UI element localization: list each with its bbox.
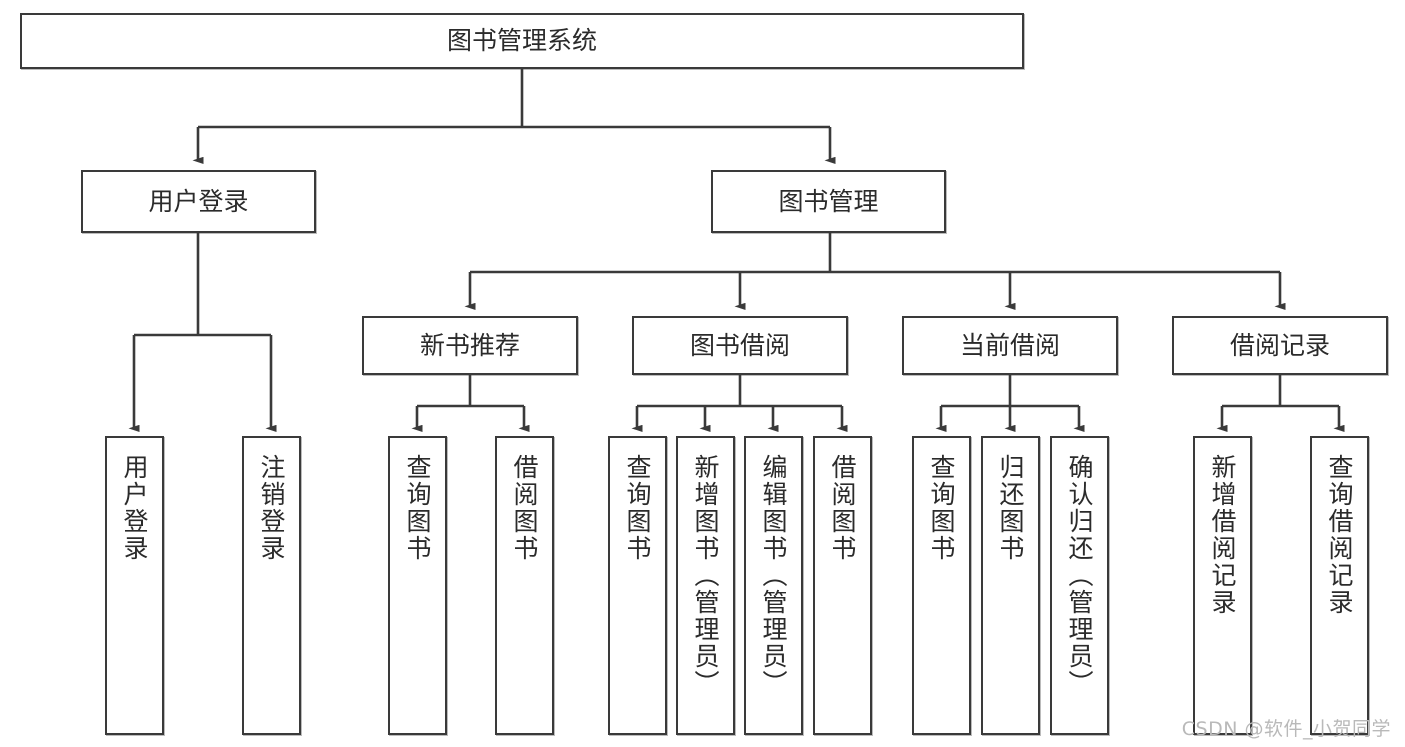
- node-leaf-rec-add[interactable]: 新增借阅记录: [1193, 436, 1252, 735]
- node-user-login[interactable]: 用户登录: [81, 170, 316, 233]
- node-leaf-cur-return[interactable]: 归还图书: [981, 436, 1040, 735]
- node-leaf-borrow-do-label: 借阅图书: [828, 454, 857, 562]
- node-leaf-user-logout[interactable]: 注销登录: [242, 436, 301, 735]
- node-book-borrow-label: 图书借阅: [689, 330, 790, 360]
- node-leaf-cur-return-label: 归还图书: [996, 454, 1025, 562]
- csdn-watermark: CSDN @软件_小贺同学: [1181, 718, 1391, 740]
- node-new-book-rec[interactable]: 新书推荐: [362, 316, 578, 375]
- node-leaf-rec-borrow-label: 借阅图书: [510, 454, 539, 562]
- node-leaf-user-logout-label: 注销登录: [257, 454, 286, 562]
- node-leaf-borrow-edit-label: 编辑图书（管理员）: [759, 454, 788, 697]
- node-leaf-user-login-label: 用户登录: [120, 454, 149, 562]
- node-book-manage[interactable]: 图书管理: [711, 170, 946, 233]
- node-leaf-cur-confirm[interactable]: 确认归还（管理员）: [1050, 436, 1109, 735]
- node-leaf-rec-search[interactable]: 查询借阅记录: [1310, 436, 1369, 735]
- node-current-borrow[interactable]: 当前借阅: [902, 316, 1118, 375]
- node-book-manage-label: 图书管理: [778, 186, 879, 216]
- node-leaf-borrow-add-label: 新增图书（管理员）: [691, 454, 720, 697]
- node-current-borrow-label: 当前借阅: [959, 330, 1060, 360]
- node-leaf-user-login[interactable]: 用户登录: [105, 436, 164, 735]
- node-borrow-record[interactable]: 借阅记录: [1172, 316, 1388, 375]
- node-leaf-borrow-query[interactable]: 查询图书: [608, 436, 667, 735]
- node-leaf-cur-confirm-label: 确认归还（管理员）: [1065, 454, 1094, 697]
- node-leaf-cur-query[interactable]: 查询图书: [912, 436, 971, 735]
- node-leaf-borrow-do[interactable]: 借阅图书: [813, 436, 872, 735]
- node-leaf-rec-borrow[interactable]: 借阅图书: [495, 436, 554, 735]
- node-leaf-cur-query-label: 查询图书: [927, 454, 956, 562]
- node-leaf-rec-search-label: 查询借阅记录: [1325, 454, 1354, 616]
- node-book-borrow[interactable]: 图书借阅: [632, 316, 848, 375]
- node-leaf-borrow-edit[interactable]: 编辑图书（管理员）: [744, 436, 803, 735]
- node-leaf-rec-add-label: 新增借阅记录: [1208, 454, 1237, 616]
- node-leaf-borrow-query-label: 查询图书: [623, 454, 652, 562]
- node-leaf-rec-query[interactable]: 查询图书: [388, 436, 447, 735]
- node-root-label: 图书管理系统: [446, 26, 597, 56]
- node-leaf-rec-query-label: 查询图书: [403, 454, 432, 562]
- node-new-book-rec-label: 新书推荐: [419, 330, 520, 360]
- node-user-login-label: 用户登录: [148, 186, 249, 216]
- node-leaf-borrow-add[interactable]: 新增图书（管理员）: [676, 436, 735, 735]
- node-root[interactable]: 图书管理系统: [20, 13, 1024, 69]
- node-borrow-record-label: 借阅记录: [1229, 330, 1330, 360]
